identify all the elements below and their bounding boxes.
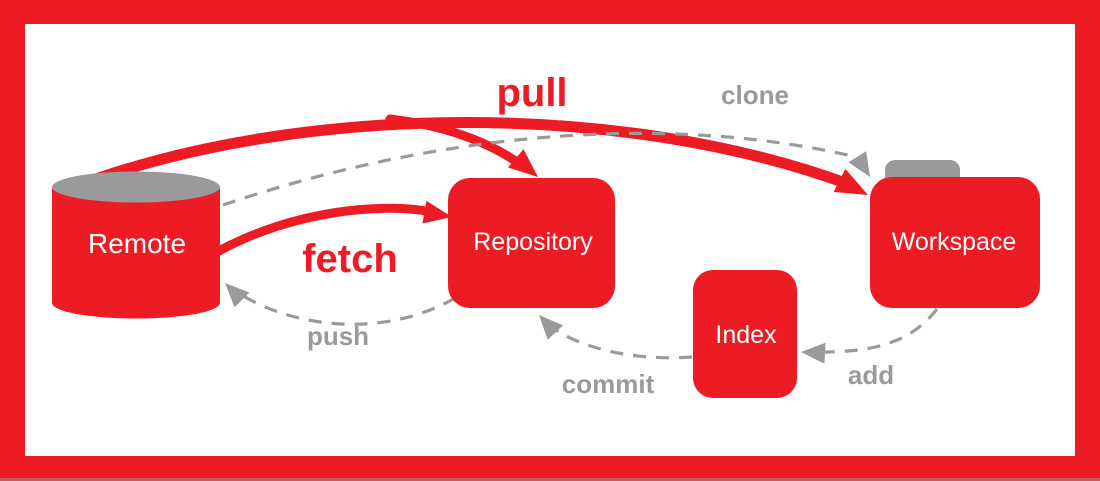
commit-arrow-path [547,323,693,360]
pull-arrow-branch-path [385,114,529,172]
pull-arrowhead-workspace [833,168,868,195]
commit-arrowhead [539,315,564,340]
fetch-arrow [214,200,452,256]
edge-labels: pull clone fetch push commit add [302,71,894,399]
index-box [693,270,797,398]
remote-cylinder-body [52,187,220,303]
edge-label-pull: pull [496,71,567,115]
add-arrow [801,308,939,364]
push-arrowhead [225,283,250,308]
node-label-repository: Repository [473,228,593,256]
push-arrow [225,283,456,326]
node-remote: Remote [52,171,220,319]
commit-arrow [539,315,693,360]
node-workspace: Workspace [870,160,1040,308]
edge-label-push: push [307,321,369,351]
node-label-remote: Remote [88,228,186,259]
node-label-index: Index [715,321,777,349]
bottom-edge-strip [0,478,1100,481]
workspace-box [870,177,1040,308]
clone-arrowhead [848,151,870,177]
node-index: Index [693,270,797,398]
pull-arrow-path [76,117,854,190]
edge-label-clone: clone [721,80,789,110]
edge-label-fetch: fetch [302,237,398,281]
edge-label-commit: commit [562,369,655,399]
add-arrow-path [811,308,939,354]
remote-cylinder-top [52,171,220,203]
fetch-arrowhead [422,200,452,224]
edge-label-add: add [848,360,894,390]
add-arrowhead [801,342,826,364]
clone-arrow [222,131,870,207]
push-arrow-path [239,292,456,326]
fetch-arrow-path [214,203,441,256]
pull-arrowhead-repository [508,149,538,177]
node-label-workspace: Workspace [892,228,1017,256]
pull-arrow [76,114,868,195]
repository-box [448,178,615,308]
node-repository: Repository [448,178,615,308]
